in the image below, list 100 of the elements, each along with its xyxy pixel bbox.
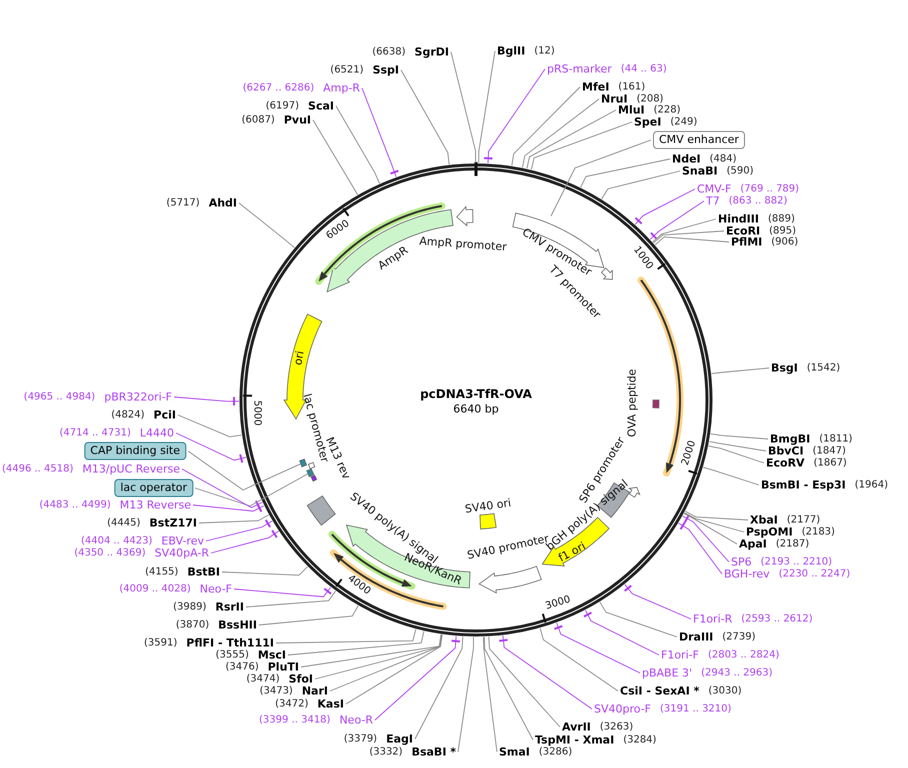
- leader-line: [210, 530, 280, 554]
- feature-box: [299, 458, 308, 468]
- leader-line: [450, 52, 476, 164]
- leader-line: [540, 628, 618, 692]
- enzyme-name: ScaI: [308, 100, 334, 112]
- leader-line: [682, 516, 730, 562]
- feature-label: ori: [291, 350, 307, 366]
- leader-line: [374, 636, 457, 720]
- site-position: (2177): [786, 514, 820, 526]
- leader-line: [483, 636, 498, 752]
- site-position: (2739): [722, 632, 756, 642]
- enzyme-name: AvrII: [562, 720, 591, 734]
- leader-line: [652, 218, 716, 242]
- primer-name: Neo-R: [339, 714, 373, 726]
- enzyme-name: HindIII: [718, 212, 759, 226]
- site-position: (4483 .. 4499): [39, 500, 111, 510]
- feature-name-tag: CAP binding site: [84, 442, 186, 460]
- leader-line: [238, 202, 295, 248]
- primer-name: EBV-rev: [161, 534, 204, 548]
- leader-line: [522, 98, 600, 168]
- leader-line: [684, 513, 738, 544]
- leader-line: [711, 368, 770, 374]
- site-position: (249): [670, 116, 698, 128]
- enzyme-name: BmgBI: [770, 432, 810, 446]
- site-position: (863 .. 882): [728, 196, 788, 206]
- plasmid-name: pcDNA3-TfR-OVA: [420, 387, 532, 401]
- site-position: (2230 .. 2247): [778, 568, 850, 580]
- leader-line: [188, 450, 302, 491]
- site-position: (906): [771, 236, 798, 248]
- enzyme-name: RsrII: [215, 600, 244, 614]
- site-position: (1867): [814, 458, 847, 468]
- leader-line: [708, 441, 766, 452]
- site-position: (12): [534, 46, 555, 56]
- site-position: (4965 .. 4984): [24, 392, 96, 402]
- leader-line: [198, 514, 270, 524]
- site-position: (6197): [266, 100, 300, 112]
- site-position: (4404 .. 4423): [81, 536, 152, 546]
- site-position: (44 .. 63): [620, 64, 667, 74]
- site-position: (3286): [538, 746, 572, 758]
- leader-line: [246, 590, 336, 608]
- leader-line: [584, 610, 660, 656]
- leader-line: [684, 512, 744, 532]
- leader-line: [550, 140, 652, 216]
- leader-line: [314, 634, 442, 680]
- enzyme-name: PciI: [154, 408, 176, 422]
- primer-name: CMV-F: [697, 182, 732, 196]
- enzyme-name: BstZ17I: [149, 516, 197, 530]
- leader-line: [192, 504, 264, 512]
- enzyme-name: BsaBI *: [412, 746, 456, 758]
- site-position: (2183): [802, 526, 835, 538]
- primer-name: BGH-rev: [724, 568, 770, 580]
- site-position: (484): [710, 154, 737, 164]
- enzyme-name: ApaI: [739, 538, 767, 550]
- enzyme-name: SpeI: [634, 116, 662, 128]
- site-position: (4445): [107, 518, 140, 528]
- leader-line: [702, 466, 760, 486]
- enzyme-name: MluI: [618, 104, 645, 116]
- site-position: (3263): [600, 722, 634, 732]
- plasmid-size: 6640 bp: [453, 402, 499, 416]
- leader-line: [580, 158, 670, 188]
- leader-line: [708, 446, 764, 464]
- enzyme-name: KasI: [317, 698, 344, 710]
- site-position: (4714 .. 4731): [59, 428, 131, 438]
- enzyme-name: NdeI: [672, 152, 701, 166]
- site-position: (1964): [854, 480, 888, 490]
- leader-line: [222, 566, 308, 576]
- leader-line: [362, 88, 397, 178]
- primer-name: T7: [706, 194, 720, 208]
- site-position: (6087): [242, 114, 275, 126]
- site-position: (5717): [166, 198, 200, 208]
- leader-line: [478, 50, 496, 164]
- feature-box: [306, 468, 314, 478]
- site-position: (6521): [330, 64, 364, 76]
- feature-label: OVA peptide: [626, 368, 638, 438]
- enzyme-name: TspMI - XmaI: [535, 734, 614, 746]
- site-position: (4009 .. 4028): [119, 584, 191, 594]
- site-position: (3332): [369, 746, 403, 758]
- feature-name-tag: CMV enhancer: [653, 131, 745, 149]
- leader-line: [234, 586, 332, 598]
- leader-line: [400, 70, 450, 165]
- site-position: (4155): [145, 566, 178, 578]
- enzyme-name: SspI: [372, 64, 399, 76]
- enzyme-name: BglII: [497, 44, 526, 58]
- site-position: (3476): [225, 662, 259, 672]
- leader-line: [276, 628, 416, 644]
- site-position: (769 .. 789): [740, 184, 800, 194]
- leader-line: [178, 414, 242, 438]
- leader-line: [684, 510, 748, 520]
- enzyme-name: DraIII: [679, 630, 714, 644]
- leader-line: [634, 188, 696, 225]
- site-position: (3030): [708, 686, 742, 696]
- enzyme-name: MscI: [258, 648, 286, 662]
- primer-name: Amp-R: [323, 82, 360, 94]
- site-position: (3473): [260, 686, 293, 696]
- leader-line: [174, 396, 240, 402]
- primer-name: M13 Reverse: [120, 498, 191, 512]
- primer-name: L4440: [140, 426, 174, 440]
- primer-name: F1ori-R: [693, 612, 732, 626]
- site-position: (1542): [806, 362, 840, 374]
- site-position: (228): [654, 104, 681, 116]
